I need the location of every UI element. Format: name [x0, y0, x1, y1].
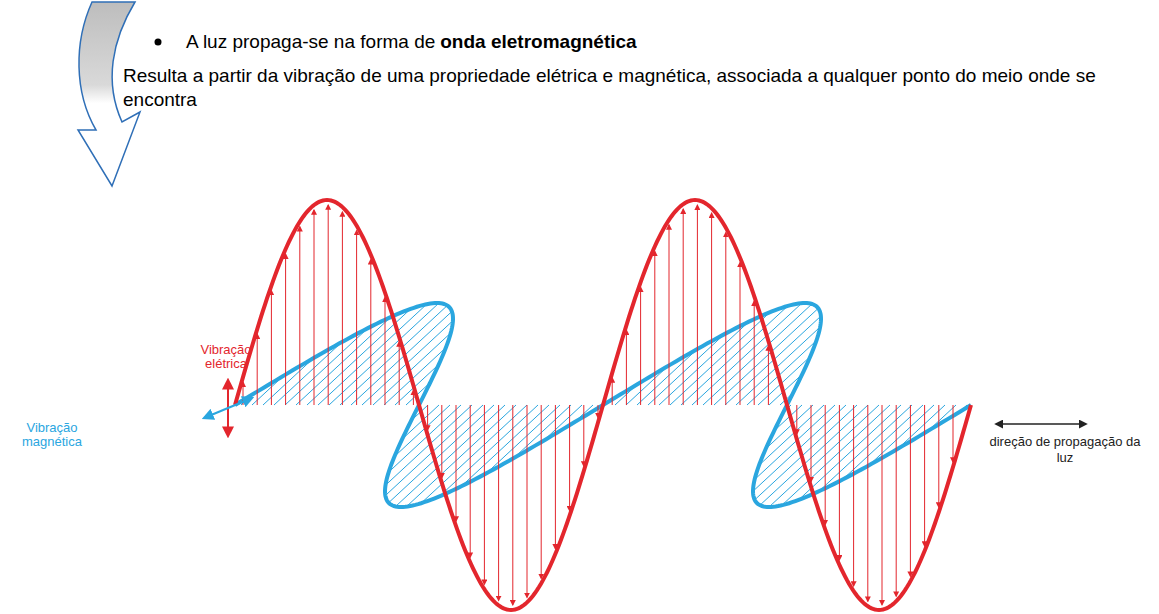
electric-vector-line — [527, 405, 528, 597]
electric-vector-line — [498, 405, 499, 600]
propagation-direction-label: direção de propagação da luz — [985, 434, 1145, 466]
electric-vector-line — [285, 254, 286, 405]
electric-vector-line — [512, 405, 513, 605]
electric-vibration-label: Vibração elétrica — [196, 343, 256, 371]
electric-vector-line — [896, 405, 897, 596]
electric-vector-line — [470, 405, 471, 557]
electric-vector-line — [541, 405, 542, 578]
electric-vector-line — [754, 301, 755, 405]
magnetic-hatch-line — [782, 405, 890, 505]
electric-vector-line — [328, 205, 329, 405]
electric-vector-line — [299, 227, 300, 405]
electric-vector-line — [711, 213, 712, 405]
magnetic-hatch-line — [670, 312, 770, 405]
electric-vector-line — [811, 405, 812, 482]
magnetic-hatch-line — [714, 308, 818, 405]
electric-vector-line — [640, 287, 641, 405]
magnetic-hatch-line — [421, 405, 527, 503]
propagation-direction-arrow — [996, 423, 1086, 425]
electric-vector-line — [725, 233, 726, 405]
magnetic-hatch-line — [755, 405, 857, 500]
bullet-text-bold: onda eletromagnética — [440, 31, 636, 53]
magnetic-hatch-line — [747, 341, 816, 405]
electric-vector-line — [839, 405, 840, 560]
electric-hatching — [243, 205, 953, 605]
electric-vector-line — [555, 405, 556, 549]
magnetic-hatch-line — [692, 303, 802, 405]
electric-vector-line — [427, 405, 428, 430]
magnetic-hatch-line — [318, 304, 427, 405]
electric-vector-line — [626, 330, 627, 405]
electric-vector-line — [314, 210, 315, 405]
electric-vector-line — [740, 263, 741, 405]
electric-vector-line — [569, 405, 570, 511]
electric-vector-line — [768, 346, 769, 405]
magnetic-hatch-line — [389, 405, 461, 472]
electric-vector-line — [796, 405, 797, 434]
electric-vector-line — [910, 405, 911, 576]
electric-vector-line — [654, 251, 655, 405]
bullet-text: A luz propaga-se na forma de — [186, 31, 435, 53]
electric-vector-line — [853, 405, 854, 586]
electric-vector-line — [669, 225, 670, 405]
electric-vector-line — [399, 342, 400, 405]
electric-vector-line — [441, 405, 442, 478]
electric-vector-line — [953, 405, 954, 462]
magnetic-hatch-line — [389, 405, 494, 503]
electric-vector-line — [342, 212, 343, 405]
magnetic-hatch-line — [769, 405, 879, 507]
electric-vector-line — [271, 291, 272, 405]
electric-vector-line — [370, 260, 371, 405]
electric-wave — [235, 200, 971, 610]
electric-vector-line — [257, 334, 258, 405]
magnetic-vibration-label: Vibração magnética — [12, 421, 92, 449]
description-paragraph: Resulta a partir da vibração de uma prop… — [123, 64, 1143, 112]
electric-vector-line — [867, 405, 868, 601]
electric-vector-line — [456, 405, 457, 521]
electric-vector-line — [484, 405, 485, 584]
electric-vector-line — [938, 405, 939, 507]
magnetic-hatch-line — [799, 405, 901, 500]
electric-vector-line — [882, 405, 883, 605]
electric-vector-line — [697, 205, 698, 405]
magnetic-vibration-arrow — [204, 398, 252, 418]
electric-vector-line — [924, 405, 925, 546]
electric-vector-line — [612, 378, 613, 405]
electric-vector-line — [385, 298, 386, 405]
electric-vector-line — [583, 405, 584, 466]
electric-vector-line — [825, 405, 826, 524]
magnetic-hatch-line — [351, 311, 452, 405]
bullet-dot — [155, 39, 162, 46]
electric-vector-line — [356, 231, 357, 405]
electric-vector-line — [683, 209, 684, 405]
